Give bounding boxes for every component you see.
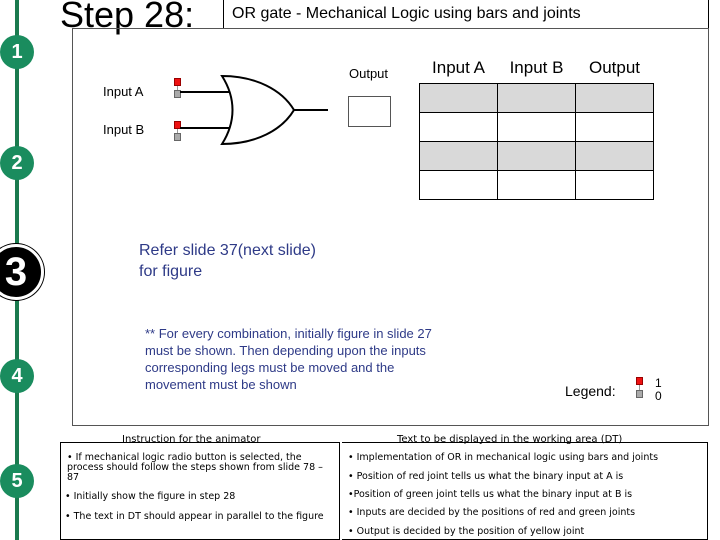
list-item: • Inputs are decided by the positions of… xyxy=(348,507,636,518)
table-row xyxy=(419,82,654,113)
step-5-marker[interactable]: 5 xyxy=(0,464,34,498)
table-cell xyxy=(575,82,654,113)
step-1-marker[interactable]: 1 xyxy=(0,35,34,69)
input-b-label: Input B xyxy=(103,122,145,137)
step-3-marker-active[interactable]: 3 xyxy=(0,244,44,300)
dt-text-column: • Implementation of OR in mechanical log… xyxy=(342,442,708,540)
table-cell xyxy=(497,111,576,142)
truth-table-header-input-b: Input B xyxy=(509,57,564,77)
table-row xyxy=(419,169,654,200)
table-row xyxy=(419,111,654,142)
table-cell xyxy=(419,82,498,113)
list-item: • Initially show the figure in step 28 xyxy=(65,491,236,502)
refer-text-line-1: Refer slide 37(next slide) xyxy=(139,242,316,259)
table-cell xyxy=(575,169,654,200)
table-row xyxy=(419,140,654,171)
table-cell xyxy=(497,82,576,113)
input-a-label: Input A xyxy=(103,84,144,99)
output-display-box xyxy=(348,96,391,127)
legend-value-one: 1 xyxy=(655,376,662,390)
input-b-joint-icon xyxy=(174,121,181,141)
table-cell xyxy=(497,169,576,200)
input-a-joint-icon xyxy=(174,78,181,98)
table-cell xyxy=(419,140,498,171)
dt-text-header: Text to be displayed in the working area… xyxy=(397,434,623,445)
note-text: ** For every combination, initially figu… xyxy=(145,326,432,392)
list-item: • If mechanical logic radio button is se… xyxy=(67,452,323,483)
list-item: • Implementation of OR in mechanical log… xyxy=(348,452,659,463)
truth-table-header-input-a: Input A xyxy=(432,57,485,77)
refer-text: Refer slide 37(next slide) for figure xyxy=(139,240,316,282)
table-cell xyxy=(575,140,654,171)
list-item: •Position of green joint tells us what t… xyxy=(348,489,633,500)
table-cell xyxy=(419,111,498,142)
refer-text-line-2: for figure xyxy=(139,263,203,280)
instructions-panel: Instruction for the animator Text to be … xyxy=(60,430,708,540)
legend-value-zero: 0 xyxy=(655,389,662,403)
legend-joint-icon xyxy=(636,377,643,398)
table-cell xyxy=(575,111,654,142)
step-title: Step 28: xyxy=(60,0,195,35)
legend-values: 1 0 xyxy=(655,377,662,403)
animator-instructions-column: • If mechanical logic radio button is se… xyxy=(60,442,340,540)
working-area xyxy=(72,28,709,426)
truth-table-header-output: Output xyxy=(588,57,641,77)
or-gate-icon xyxy=(180,74,328,146)
table-cell xyxy=(497,140,576,171)
truth-table: Input A Input B Output xyxy=(419,53,654,200)
slide-subtitle: OR gate - Mechanical Logic using bars an… xyxy=(223,0,709,29)
table-cell xyxy=(419,169,498,200)
output-label: Output xyxy=(349,66,389,81)
list-item: • The text in DT should appear in parall… xyxy=(65,511,324,522)
list-item: • Position of red joint tells us what th… xyxy=(348,471,624,482)
legend-label: Legend: xyxy=(565,383,616,399)
step-4-marker[interactable]: 4 xyxy=(0,359,34,393)
list-item: • Output is decided by the position of y… xyxy=(348,526,585,537)
animator-instructions-header: Instruction for the animator xyxy=(122,434,261,445)
step-2-marker[interactable]: 2 xyxy=(0,146,34,180)
